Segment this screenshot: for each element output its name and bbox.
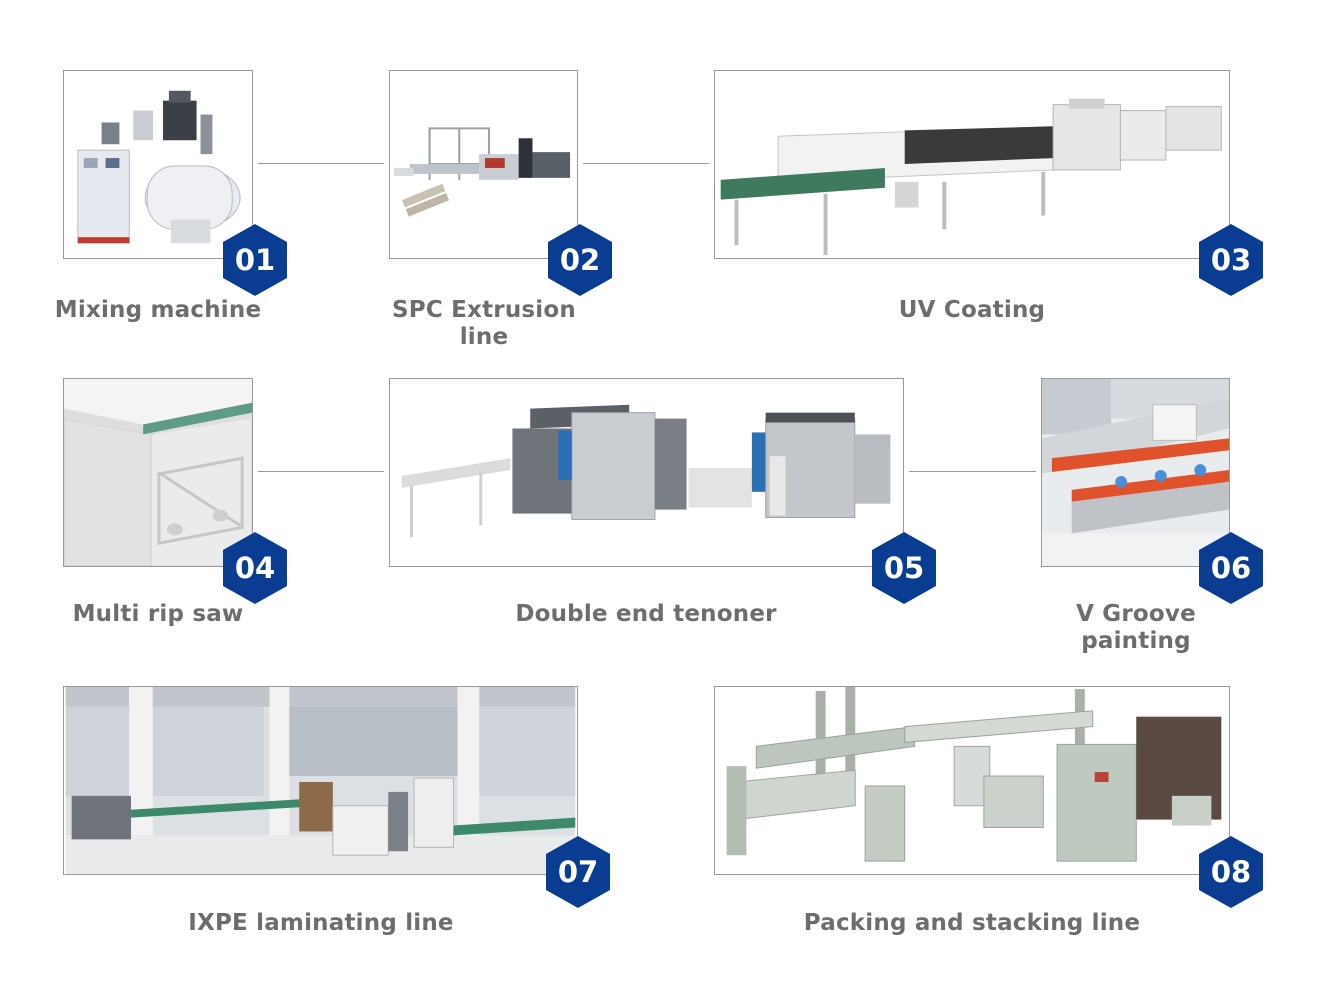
step-05-number: 05 <box>883 551 925 585</box>
step-06-label: V Groove painting <box>1076 601 1196 654</box>
multi-rip-saw-photo <box>64 379 252 566</box>
step-07-image <box>63 686 578 875</box>
step-06-number: 06 <box>1210 551 1252 585</box>
step-03-badge: 03 <box>1198 223 1264 297</box>
step-05-label: Double end tenoner <box>515 601 777 627</box>
step-03-image <box>714 70 1230 259</box>
step-04-label: Multi rip saw <box>72 601 244 627</box>
ixpe-laminating-line-photo <box>65 687 576 874</box>
step-01-label: Mixing machine <box>54 297 262 323</box>
step-03-number: 03 <box>1210 243 1252 277</box>
step-08-number: 08 <box>1210 855 1252 889</box>
step-04-image <box>63 378 253 567</box>
step-07-number: 07 <box>557 855 599 889</box>
step-02-image <box>389 70 578 259</box>
step-02-badge: 02 <box>547 223 613 297</box>
mixing-machine-photo <box>77 90 241 244</box>
step-01-image <box>63 70 253 259</box>
step-08-badge: 08 <box>1198 835 1264 909</box>
step-06-image <box>1041 378 1230 567</box>
step-07-label: IXPE laminating line <box>188 910 454 936</box>
v-groove-painting-photo <box>1042 379 1229 566</box>
step-03-label: UV Coating <box>898 297 1046 323</box>
step-07-badge: 07 <box>545 835 611 909</box>
connector-2-3 <box>583 163 709 164</box>
double-end-tenoner-photo <box>401 404 891 538</box>
step-06-badge: 06 <box>1198 531 1264 605</box>
step-01-badge: 01 <box>222 223 288 297</box>
step-02-number: 02 <box>559 243 601 277</box>
uv-coating-photo <box>720 98 1222 256</box>
step-05-badge: 05 <box>871 531 937 605</box>
step-05-image <box>389 378 904 567</box>
step-08-label: Packing and stacking line <box>803 910 1141 936</box>
connector-1-2 <box>258 163 384 164</box>
step-08-image <box>714 686 1230 875</box>
step-01-number: 01 <box>234 243 276 277</box>
spc-extrusion-line-photo <box>393 127 571 217</box>
step-04-badge: 04 <box>222 531 288 605</box>
packing-stacking-line-photo <box>726 687 1222 862</box>
step-04-number: 04 <box>234 551 276 585</box>
step-02-label: SPC Extrusion line <box>392 297 576 350</box>
connector-4-5 <box>258 471 384 472</box>
connector-5-6 <box>909 471 1036 472</box>
